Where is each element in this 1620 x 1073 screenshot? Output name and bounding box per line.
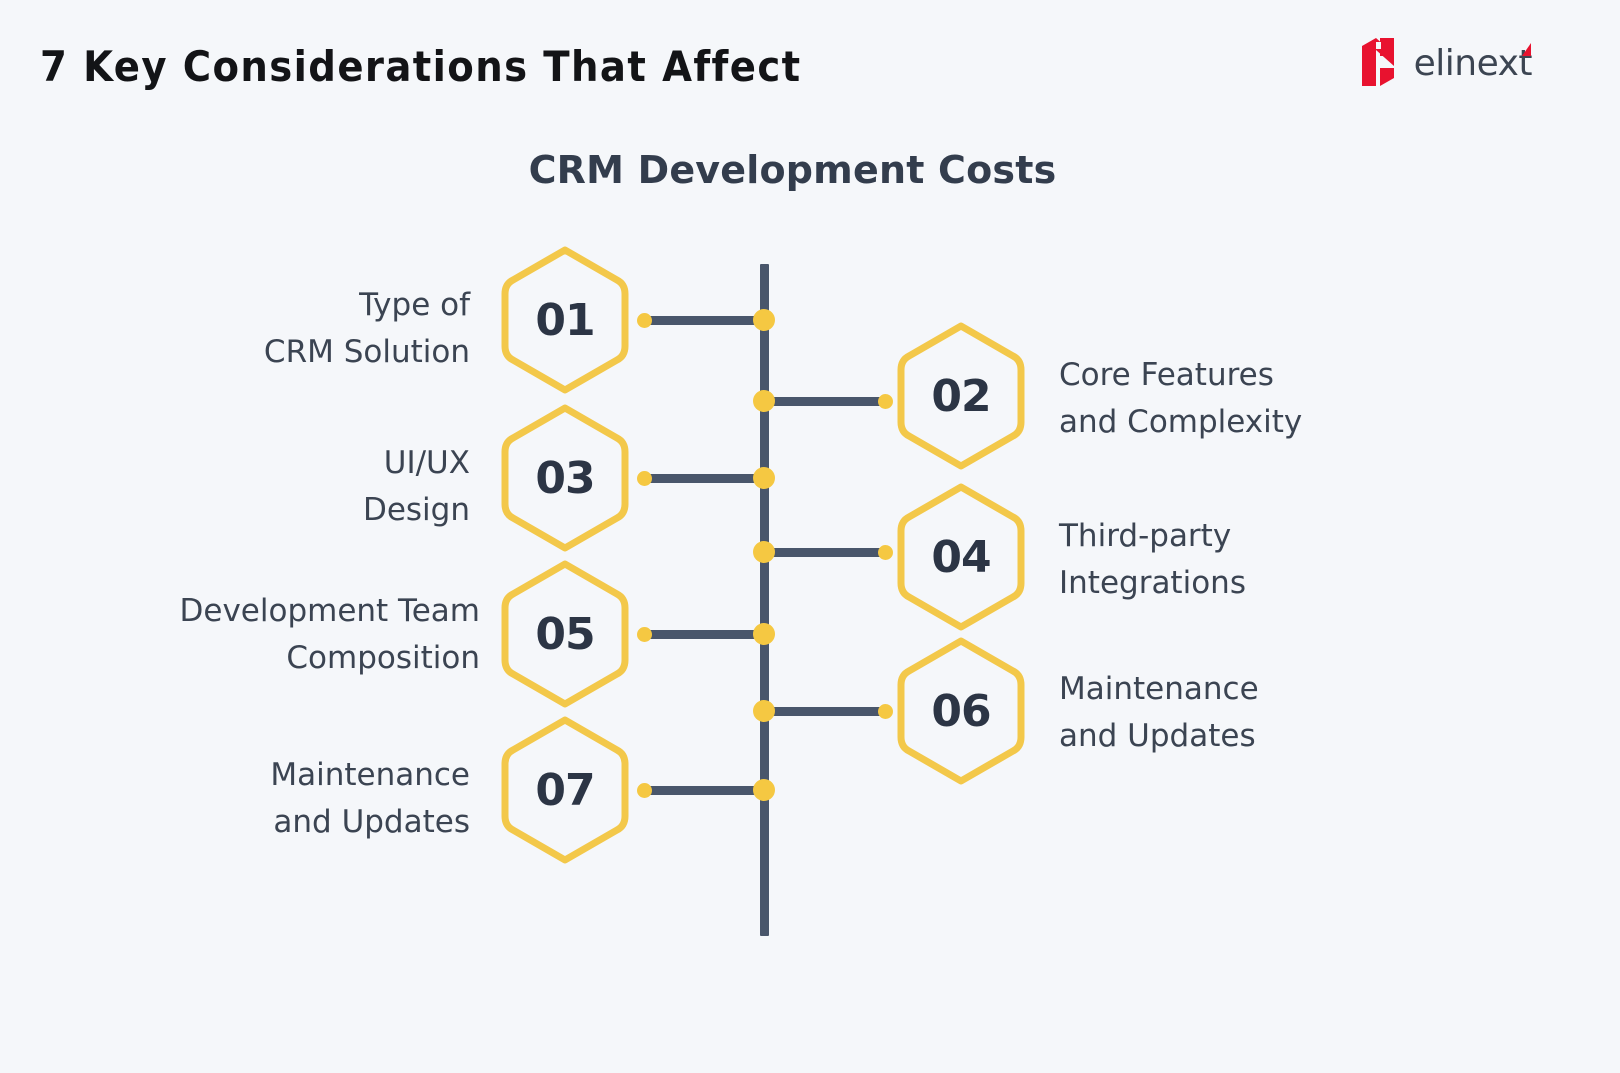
hex-node-07[interactable]: 07 (499, 714, 631, 866)
node-dot-07 (637, 783, 652, 798)
hex-number-02: 02 (931, 370, 991, 422)
hex-node-05[interactable]: 05 (499, 558, 631, 710)
connector-04 (762, 548, 888, 557)
node-label-07: Maintenance and Updates (270, 757, 470, 841)
timeline-spine (760, 264, 769, 936)
page-title: 7 Key Considerations That Affect (40, 42, 802, 91)
node-label-06: Maintenance and Updates (1059, 671, 1259, 755)
connector-01 (642, 316, 768, 325)
node-label-02: Core Features and Complexity (1059, 357, 1303, 441)
brand-logo: elinext (1360, 36, 1533, 92)
connector-07 (642, 786, 768, 795)
hex-number-01: 01 (535, 294, 595, 346)
hex-node-01[interactable]: 01 (499, 244, 631, 396)
spine-dot-05 (753, 623, 775, 645)
hex-node-06[interactable]: 06 (895, 635, 1027, 787)
hex-number-03: 03 (535, 452, 595, 504)
node-dot-04 (878, 545, 893, 560)
node-label-03: UI/UX Design (362, 445, 470, 529)
node-dot-06 (878, 704, 893, 719)
hex-node-02[interactable]: 02 (895, 320, 1027, 472)
spine-dot-07 (753, 779, 775, 801)
hex-number-06: 06 (931, 685, 991, 737)
node-label-05: Development Team Composition (179, 593, 480, 677)
connector-02 (762, 397, 888, 406)
spine-dot-04 (753, 541, 775, 563)
spine-dot-01 (753, 309, 775, 331)
node-dot-05 (637, 627, 652, 642)
diagram-subtitle-text: CRM Development Costs (528, 148, 1057, 192)
node-label-01: Type of CRM Solution (263, 287, 470, 371)
hex-number-04: 04 (931, 531, 991, 583)
connector-03 (642, 474, 768, 483)
hex-node-03[interactable]: 03 (499, 402, 631, 554)
elinext-n-mark-icon (1360, 36, 1400, 92)
node-dot-03 (637, 471, 652, 486)
node-dot-02 (878, 394, 893, 409)
spine-dot-03 (753, 467, 775, 489)
spine-dot-02 (753, 390, 775, 412)
connector-06 (762, 707, 888, 716)
brand-wordmark: elinext (1413, 43, 1533, 84)
hex-number-07: 07 (535, 764, 595, 816)
brand-wordmark-text: elinext (1413, 43, 1533, 84)
diagram-subtitle: CRM Development Costs (0, 148, 1620, 192)
brand-accent-tick-icon (1522, 43, 1531, 56)
hex-number-05: 05 (535, 608, 595, 660)
node-label-04: Third-party Integrations (1059, 518, 1246, 602)
hex-node-04[interactable]: 04 (895, 481, 1027, 633)
node-dot-01 (637, 313, 652, 328)
connector-05 (642, 630, 768, 639)
spine-dot-06 (753, 700, 775, 722)
